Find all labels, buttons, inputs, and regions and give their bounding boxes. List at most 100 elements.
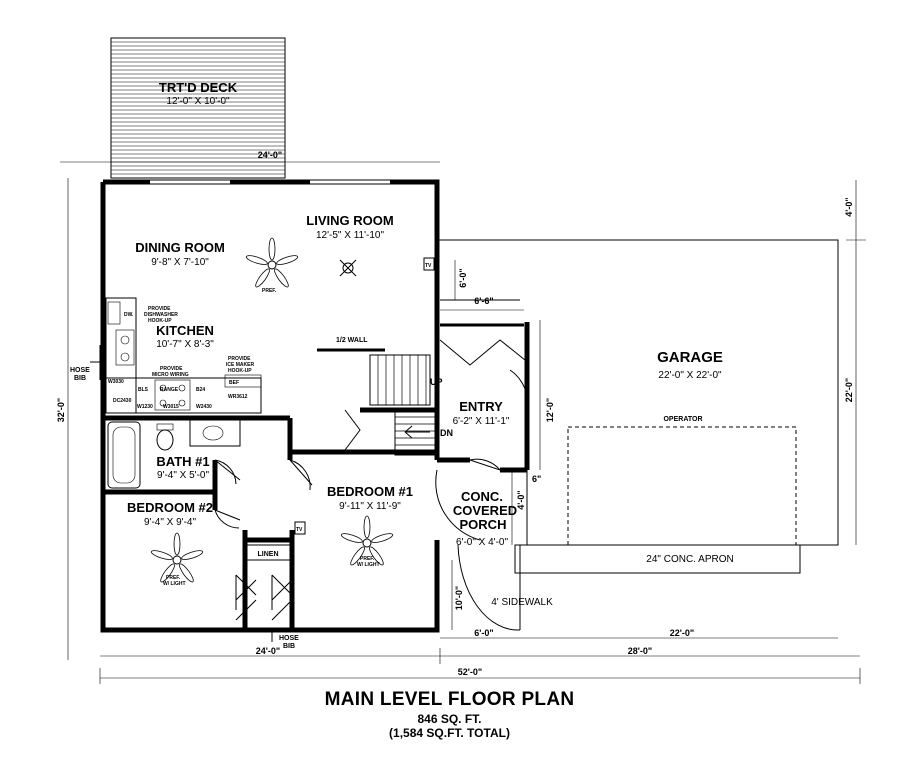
range-icon bbox=[154, 379, 191, 411]
wr3612-label: WR3612 bbox=[228, 394, 248, 400]
dim-right-garage: 22'-0" bbox=[844, 378, 854, 402]
ceiling-fan-icon bbox=[340, 515, 394, 566]
provide-micro-1: PROVIDE bbox=[160, 366, 183, 372]
fan-bed2-label-1: PREF. bbox=[166, 575, 181, 581]
porch-line3: PORCH bbox=[460, 517, 507, 532]
light-fixture-icon bbox=[339, 259, 357, 277]
fan-living-label: PREF. bbox=[262, 288, 277, 294]
dim-bottom-porch: 6'-0" bbox=[474, 628, 493, 638]
dim-overall: 52'-0" bbox=[458, 667, 482, 677]
w2430-label: W2430 bbox=[196, 404, 212, 410]
bedroom2-name: BEDROOM #2 bbox=[127, 500, 213, 515]
b24-label: B24 bbox=[196, 387, 205, 393]
provide-dw-1: PROVIDE bbox=[148, 306, 171, 312]
garage-apron bbox=[514, 544, 801, 574]
linen-label: LINEN bbox=[258, 551, 279, 558]
provide-dw-3: HOOK-UP bbox=[148, 318, 172, 324]
garage: GARAGE 22'-0" X 22'-0" OPERATOR 24" CONC… bbox=[435, 239, 839, 574]
hose-bib-left-1: HOSE bbox=[70, 367, 90, 374]
deck-dims: 12'-0" X 10'-0" bbox=[166, 96, 230, 107]
entry-dims: 6'-2" X 11'-1" bbox=[453, 416, 510, 427]
tv-label: TV bbox=[425, 263, 432, 269]
bedroom1-name: BEDROOM #1 bbox=[327, 484, 413, 499]
dim-small-6: 6" bbox=[532, 474, 541, 484]
sink-icon bbox=[115, 329, 135, 366]
tv-icon bbox=[294, 521, 306, 535]
plan-sqft: 846 SQ. FT. bbox=[417, 712, 482, 726]
apron-label: 24" CONC. APRON bbox=[646, 554, 733, 565]
dim-entry-depth: 12'-0" bbox=[545, 398, 555, 422]
garage-operator: OPERATOR bbox=[663, 416, 702, 423]
bedroom1-dims: 9'-11" X 11'-9" bbox=[339, 501, 401, 512]
hose-bib-bottom-2: BIB bbox=[283, 643, 295, 650]
plan-title: MAIN LEVEL FLOOR PLAN bbox=[324, 689, 575, 710]
hose-bib-left-2: BIB bbox=[74, 375, 86, 382]
deck-boards bbox=[111, 41, 285, 175]
bath-dims: 9'-4" X 5'-0" bbox=[157, 470, 210, 481]
bedroom2-dims: 9'-4" X 9'-4" bbox=[144, 517, 197, 528]
bef-label: BEF bbox=[229, 380, 239, 386]
sidewalk-label: 4' SIDEWALK bbox=[491, 597, 553, 608]
dining-dims: 9'-8" X 7'-10" bbox=[151, 257, 209, 268]
vanity-icon bbox=[189, 419, 241, 447]
stair-treads-dn bbox=[395, 416, 437, 453]
plan-total-sqft: (1,584 SQ.FT. TOTAL) bbox=[389, 726, 510, 740]
provide-ice-3: HOOK-UP bbox=[228, 368, 252, 374]
dining-name: DINING ROOM bbox=[135, 240, 225, 255]
dim-bottom-house: 24'-0" bbox=[256, 646, 280, 656]
dim-sidewalk: 10'-0" bbox=[454, 586, 464, 610]
dim-left-depth: 32'-0" bbox=[56, 398, 66, 422]
w1230-label: W1230 bbox=[137, 404, 153, 410]
ceiling-fan-icon bbox=[245, 237, 299, 288]
porch-line1: CONC. bbox=[461, 489, 503, 504]
stair-up-label: UP bbox=[430, 377, 443, 387]
stair-treads-up bbox=[377, 355, 427, 405]
kitchen-dims: 10'-7" X 8'-3" bbox=[156, 339, 214, 350]
provide-ice-2: ICE MAKER bbox=[226, 362, 254, 368]
kitchen-counter-bottom bbox=[105, 377, 262, 414]
deck: TRT'D DECK 12'-0" X 10'-0" bbox=[110, 37, 286, 179]
garage-name: GARAGE bbox=[657, 349, 723, 366]
bath-fixtures bbox=[107, 419, 241, 489]
garage-dims: 22'-0" X 22'-0" bbox=[658, 370, 722, 381]
dw-label: DW. bbox=[124, 312, 134, 318]
bath-name: BATH #1 bbox=[156, 454, 209, 469]
porch-sidewalk: 4' SIDEWALK bbox=[457, 544, 553, 631]
porch-line2: COVERED bbox=[453, 503, 517, 518]
ceiling-fans: PREF. PREF. W/ LIGHT PREF. W/ LIGHT TV T… bbox=[150, 237, 435, 587]
stair-dn-label: DN bbox=[440, 428, 453, 438]
bls-label: BLS bbox=[138, 387, 149, 393]
living-name: LIVING ROOM bbox=[306, 213, 393, 228]
dim-porch-side: 4'-0" bbox=[516, 490, 526, 509]
linen-closet bbox=[245, 544, 292, 561]
fan-bed1-label-1: PREF. bbox=[360, 556, 375, 562]
tv-icon bbox=[423, 257, 435, 271]
fan-bed1-label-2: W/ LIGHT bbox=[357, 562, 380, 568]
deck-name: TRT'D DECK bbox=[159, 80, 238, 95]
house-walls bbox=[100, 179, 520, 633]
kitchen-name: KITCHEN bbox=[156, 323, 214, 338]
dim-right-top: 4'-0" bbox=[844, 197, 854, 216]
porch-dims: 6'-0" X 4'-0" bbox=[456, 537, 509, 548]
dc2430-label: DC2430 bbox=[113, 398, 132, 404]
w3030-label: W3030 bbox=[108, 379, 124, 385]
room-labels: LIVING ROOM 12'-5" X 11'-10" DINING ROOM… bbox=[127, 213, 517, 561]
dim-bottom-right: 28'-0" bbox=[628, 646, 652, 656]
entry-name: ENTRY bbox=[459, 399, 503, 414]
toilet-icon bbox=[156, 429, 174, 451]
range-label: RANGE bbox=[160, 387, 179, 393]
fridge-bef-icon bbox=[224, 374, 262, 388]
fan-bed2-label-2: W/ LIGHT bbox=[163, 581, 186, 587]
hose-bib-bottom-1: HOSE bbox=[279, 635, 299, 642]
w3015-label: W3015 bbox=[163, 404, 179, 410]
dimension-lines: 24'-0" 32'-0" 4'-0" 22'-0" 6'-0" 6'-6" 1… bbox=[56, 150, 866, 684]
garage-door-opening bbox=[567, 426, 797, 546]
fridge-icon bbox=[107, 301, 121, 325]
kitchen-fixtures: DW. PROVIDE DISHWASHER HOOK-UP PROVIDE I… bbox=[105, 297, 262, 414]
living-dims: 12'-5" X 11'-10" bbox=[316, 230, 384, 241]
dim-entry-width: 6'-6" bbox=[474, 296, 493, 306]
bathtub-icon bbox=[107, 421, 141, 489]
ceiling-fan-icon bbox=[150, 532, 204, 583]
provide-ice-1: PROVIDE bbox=[228, 356, 251, 362]
